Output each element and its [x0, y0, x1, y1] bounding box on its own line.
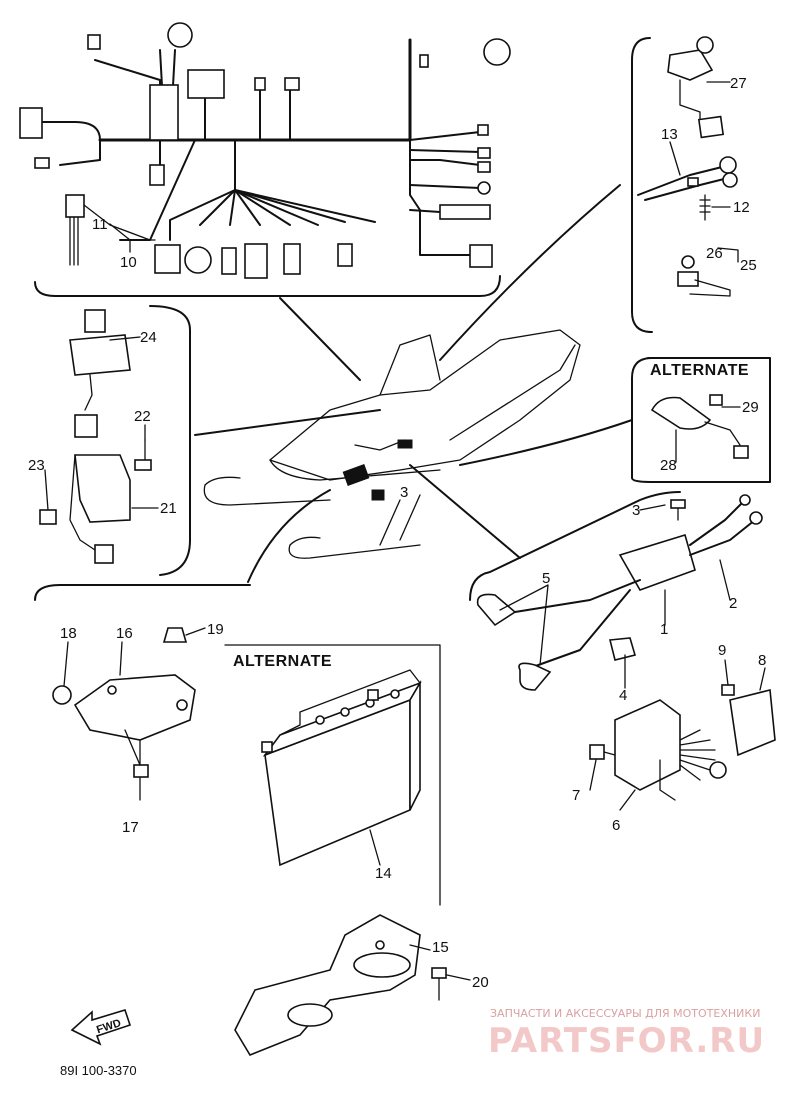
- left-middle-parts: [39, 309, 152, 564]
- part-number-3: 3: [632, 502, 640, 519]
- callout-lines: [44, 81, 766, 981]
- lower-left-parts: [52, 627, 196, 778]
- part-number-13: 13: [661, 126, 678, 143]
- part-number-8: 8: [758, 652, 766, 669]
- part-number-25: 25: [740, 257, 757, 274]
- watermark: ЗАПЧАСТИ И АКСЕССУАРЫ ДЛЯ МОТОТЕХНИКИ PA…: [488, 1007, 765, 1061]
- part-number-11: 11: [92, 216, 108, 233]
- part-number-18: 18: [60, 625, 77, 642]
- alternate-panel-border-left: [631, 357, 653, 483]
- watermark-tagline: ЗАПЧАСТИ И АКСЕССУАРЫ ДЛЯ МОТОТЕХНИКИ: [490, 1007, 760, 1020]
- part-number-3-center: 3: [400, 484, 408, 501]
- right-top-parts: [637, 36, 738, 297]
- part-number-27: 27: [730, 75, 747, 92]
- part-number-6: 6: [612, 817, 620, 834]
- alternate-label-top: ALTERNATE: [650, 362, 749, 379]
- wire-harness: [19, 22, 511, 279]
- part-number-20: 20: [472, 974, 489, 991]
- part-number-16: 16: [116, 625, 133, 642]
- alternate-panel-box: [647, 357, 771, 483]
- leader-lines: [194, 184, 633, 583]
- battery-alternate-border: [224, 644, 441, 906]
- drawing-code: 89I 100-3370: [60, 1063, 137, 1078]
- watermark-brand: PARTSFOR.RU: [488, 1021, 765, 1061]
- left-middle-panel-border: [149, 305, 191, 576]
- part-number-4: 4: [619, 687, 627, 704]
- part-number-26: 26: [706, 245, 723, 262]
- alternate-label-battery: ALTERNATE: [233, 653, 332, 670]
- fwd-arrow: FWD: [70, 1009, 132, 1046]
- part-number-29: 29: [742, 399, 759, 416]
- part-number-7: 7: [572, 787, 580, 804]
- part-number-22: 22: [134, 408, 151, 425]
- part-number-17: 17: [122, 819, 139, 836]
- battery-tray: [234, 914, 447, 1056]
- part-number-23: 23: [28, 457, 45, 474]
- wire-harness-panel-border: [34, 275, 501, 297]
- part-number-21: 21: [160, 500, 177, 517]
- alternate-labels: ALTERNATE ALTERNATE: [233, 362, 749, 670]
- part-number-19: 19: [207, 621, 224, 638]
- part-number-12: 12: [733, 199, 750, 216]
- part-number-1: 1: [660, 621, 668, 638]
- part-numbers: 1 2 3 3 4 5 6 7 8 9 10 11 12 13 14 15 16…: [28, 75, 766, 991]
- alternate-top-parts: [650, 394, 749, 459]
- part-number-9: 9: [718, 642, 726, 659]
- part-number-10: 10: [120, 254, 137, 271]
- snowmobile-outline: [203, 329, 581, 559]
- part-number-14: 14: [375, 865, 392, 882]
- right-middle-panel-border: [469, 491, 681, 601]
- battery: [261, 669, 422, 867]
- part-number-2: 2: [729, 595, 737, 612]
- part-number-5: 5: [542, 570, 550, 587]
- part-number-24: 24: [140, 329, 157, 346]
- right-top-panel-border: [631, 37, 653, 333]
- lower-left-panel-border: [34, 584, 251, 601]
- part-number-15: 15: [432, 939, 449, 956]
- part-number-28: 28: [660, 457, 677, 474]
- right-middle-parts: [476, 494, 776, 801]
- panel-outlines: [34, 37, 771, 906]
